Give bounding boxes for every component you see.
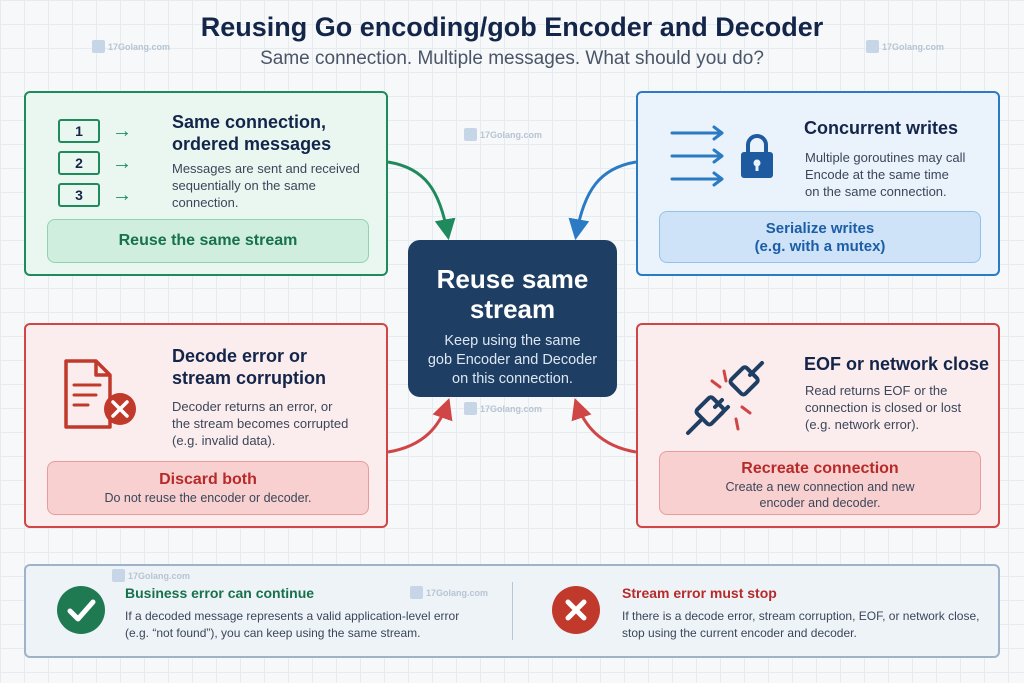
step-number: 2 bbox=[58, 151, 100, 175]
card-description: Decoder returns an error, or the stream … bbox=[172, 399, 349, 448]
document-error-icon bbox=[64, 359, 136, 429]
watermark-logo-icon bbox=[410, 586, 423, 599]
card-heading: Concurrent writes bbox=[804, 118, 959, 138]
arrow-right-icon: → bbox=[112, 120, 132, 142]
business-error-text: If a decoded message represents a valid … bbox=[125, 609, 460, 640]
watermark-logo-icon bbox=[464, 402, 477, 415]
stream-error-title: Stream error must stop bbox=[622, 585, 777, 601]
card-ordered-messages: 1 → 2 → 3 → Same connection, ordered mes… bbox=[24, 91, 388, 276]
page-subtitle: Same connection. Multiple messages. What… bbox=[260, 48, 764, 69]
card-heading: EOF or network close bbox=[804, 354, 990, 374]
page-title: Reusing Go encoding/gob Encoder and Deco… bbox=[200, 12, 824, 42]
watermark-logo-icon bbox=[464, 128, 477, 141]
watermark: 17Golang.com bbox=[464, 402, 542, 415]
step-number: 1 bbox=[58, 119, 100, 143]
card-heading: Same connection, ordered messages bbox=[172, 112, 332, 154]
card-description: Multiple goroutines may call Encode at t… bbox=[805, 150, 966, 199]
action-recreate-connection: Recreate connection Create a new connect… bbox=[659, 451, 981, 515]
stream-error-text: If there is a decode error, stream corru… bbox=[622, 609, 980, 640]
x-circle-icon bbox=[552, 586, 600, 634]
card-heading: Decode error or stream corruption bbox=[172, 346, 327, 388]
card-decode-error: Decode error or stream corruption Decode… bbox=[24, 323, 388, 528]
check-circle-icon bbox=[57, 586, 105, 634]
center-title: Reuse same stream bbox=[436, 264, 589, 324]
arrow-eof-to-center bbox=[571, 398, 637, 454]
broken-plug-icon bbox=[686, 361, 764, 435]
watermark: 17Golang.com bbox=[410, 586, 488, 599]
arrow-right-icon: → bbox=[112, 152, 132, 174]
arrow-concurrent-to-center bbox=[568, 160, 637, 241]
action-reuse-stream: Reuse the same stream bbox=[47, 219, 369, 263]
business-error-title: Business error can continue bbox=[125, 585, 315, 601]
watermark: 17Golang.com bbox=[112, 569, 190, 582]
watermark-logo-icon bbox=[866, 40, 879, 53]
watermark-logo-icon bbox=[112, 569, 125, 582]
numbered-steps-icon: 1 → 2 → 3 → bbox=[58, 119, 132, 207]
action-discard-both: Discard both Do not reuse the encoder or… bbox=[47, 461, 369, 515]
summary-panel: 17Golang.com 17Golang.com Business error… bbox=[24, 564, 1000, 658]
step-number: 3 bbox=[58, 183, 100, 207]
watermark: 17Golang.com bbox=[866, 40, 944, 53]
action-serialize-writes: Serialize writes (e.g. with a mutex) bbox=[659, 211, 981, 263]
center-reuse-same-stream: Reuse same stream Keep using the same go… bbox=[408, 240, 617, 397]
watermark: 17Golang.com bbox=[92, 40, 170, 53]
summary-divider bbox=[512, 582, 513, 640]
center-description: Keep using the same gob Encoder and Deco… bbox=[427, 333, 598, 387]
watermark-logo-icon bbox=[92, 40, 105, 53]
watermark: 17Golang.com bbox=[464, 128, 542, 141]
arrow-decode-error-to-center bbox=[387, 398, 453, 454]
parallel-arrows-icon bbox=[670, 125, 724, 187]
card-concurrent-writes: Concurrent writes Multiple goroutines ma… bbox=[636, 91, 1000, 276]
card-description: Messages are sent and received sequentia… bbox=[172, 161, 360, 210]
arrow-right-icon: → bbox=[112, 184, 132, 206]
arrow-ordered-to-center bbox=[387, 160, 456, 241]
card-eof-network-close: EOF or network close Read returns EOF or… bbox=[636, 323, 1000, 528]
card-description: Read returns EOF or the connection is cl… bbox=[805, 383, 962, 432]
lock-icon bbox=[741, 134, 773, 178]
